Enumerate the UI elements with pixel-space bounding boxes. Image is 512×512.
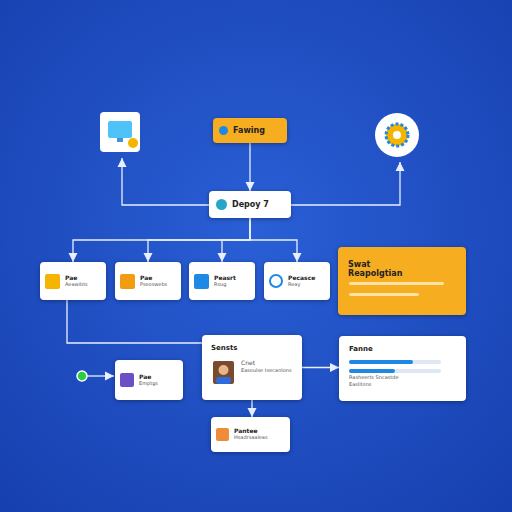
- gear-symbol: [386, 124, 408, 146]
- node-text: Emptgs: [139, 381, 158, 387]
- monitor-stand: [117, 138, 123, 142]
- highlight-box: Swat Reapolgtian: [338, 247, 466, 315]
- process-box: Depoy 7: [209, 191, 291, 218]
- profile-box: SenstsCnetEasoulse tsecanlons: [202, 335, 302, 400]
- node-icon: [120, 274, 135, 289]
- progress-track: [349, 360, 441, 364]
- connector-arrow: [251, 400, 252, 417]
- node-title: Pecasce: [288, 275, 315, 282]
- node-icon: [269, 274, 283, 288]
- gear-icon-circle: [375, 113, 419, 157]
- text-placeholder-bar: [349, 282, 444, 285]
- connector-arrow: [148, 218, 250, 262]
- node-text: Hsadrsaaleas: [234, 435, 268, 441]
- process-box: PaePseoswebs: [115, 262, 181, 300]
- connector-arrow: [302, 367, 339, 368]
- process-box: PeasrtRsug: [189, 262, 255, 300]
- connector-arrow: [250, 218, 297, 262]
- connector-arrow: [67, 300, 202, 343]
- node-text: Reay: [288, 282, 315, 288]
- gear-hub: [393, 131, 401, 139]
- node-title: Peasrt: [214, 275, 236, 282]
- connector-arrow: [222, 218, 250, 262]
- wire: [122, 158, 209, 205]
- node-text: Cnet: [241, 360, 292, 367]
- node-icon: [219, 126, 228, 135]
- process-box: PanteeHsadrsaaleas: [211, 417, 290, 452]
- node-title: Pae: [140, 275, 167, 282]
- connector-arrow: [73, 218, 250, 262]
- node-text: Easoulse tsecanlons: [241, 368, 292, 374]
- node-icon: [120, 373, 134, 387]
- wire: [291, 162, 400, 205]
- avatar-image: [213, 361, 234, 384]
- start-dot: [77, 371, 87, 381]
- process-box: PaeAeawibts: [40, 262, 106, 300]
- node-title: Fanne: [349, 345, 399, 353]
- node-title: Pantee: [234, 428, 268, 435]
- node-text: Easlitons: [349, 382, 399, 388]
- node-icon: [216, 428, 229, 441]
- node-icon: [45, 274, 60, 289]
- monitor-icon-tile: [100, 112, 140, 152]
- progress-track: [349, 369, 441, 373]
- process-box: Fawing: [213, 118, 287, 143]
- node-text: Rsug: [214, 282, 236, 288]
- progress-bar: [349, 369, 395, 373]
- process-box: PecasceReay: [264, 262, 330, 300]
- avatar-face: [219, 365, 229, 375]
- avatar-body: [216, 377, 231, 384]
- node-icon: [216, 199, 227, 210]
- monitor-symbol: [108, 121, 132, 138]
- connector-arrow: [249, 143, 250, 191]
- node-text: Aeawibts: [65, 282, 88, 288]
- badge-symbol: [128, 138, 138, 148]
- node-title: Fawing: [233, 126, 265, 135]
- progress-bar: [349, 360, 413, 364]
- node-title: Depoy 7: [232, 200, 269, 209]
- node-text: Rasheerts Sncastde: [349, 375, 399, 381]
- node-title: Pae: [139, 374, 158, 381]
- progress-box: FanneRasheerts SncastdeEaslitons: [339, 336, 466, 401]
- process-box: PaeEmptgs: [115, 360, 183, 400]
- node-title: Swat Reapolgtian: [348, 260, 418, 278]
- node-title: Sensts: [211, 344, 292, 352]
- node-text: Pseoswebs: [140, 282, 167, 288]
- wire: [87, 375, 114, 376]
- node-title: Pae: [65, 275, 88, 282]
- node-icon: [194, 274, 209, 289]
- text-placeholder-bar: [349, 293, 419, 296]
